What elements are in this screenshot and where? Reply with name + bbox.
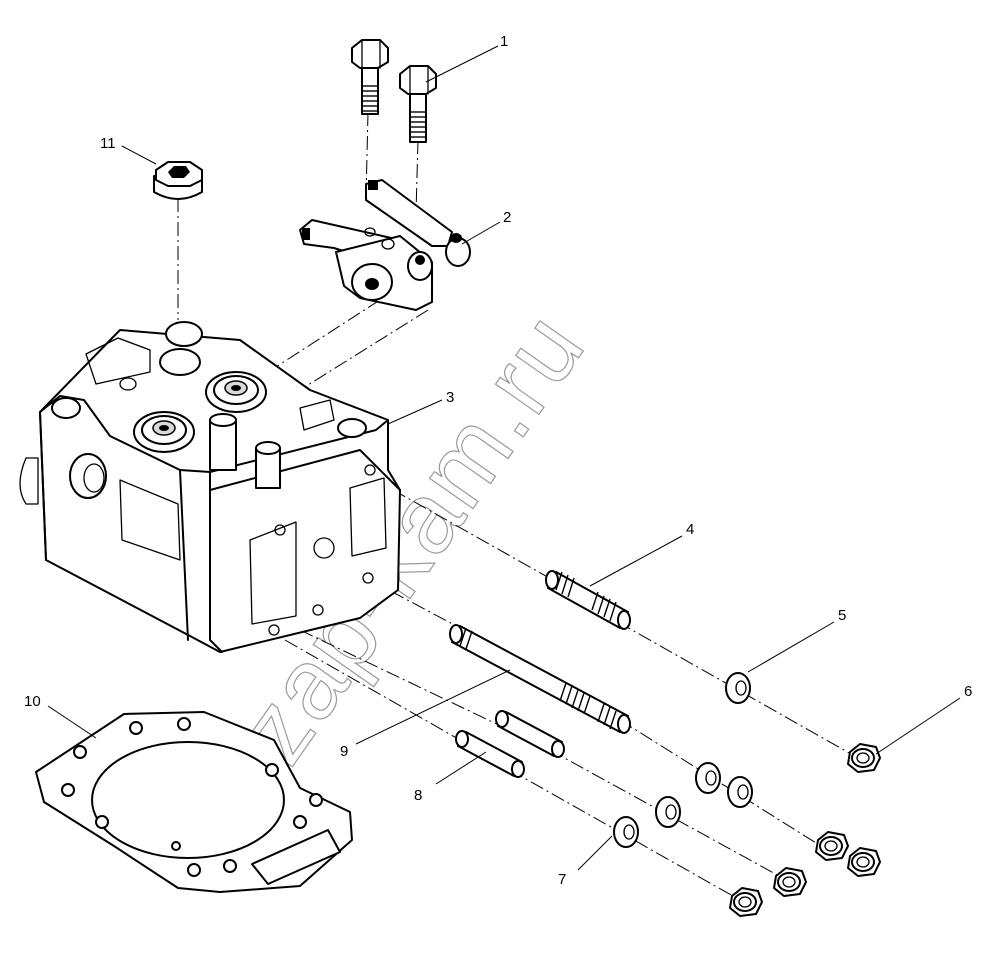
leader-lines	[47, 45, 961, 871]
washer-icon	[725, 672, 751, 704]
gasket-icon	[35, 711, 353, 893]
callout-1: 1	[500, 33, 508, 50]
callout-10: 10	[24, 693, 41, 710]
callout-9: 9	[340, 743, 348, 760]
callout-4: 4	[686, 521, 694, 538]
cylinder-head-icon	[19, 321, 401, 653]
washer-icon	[613, 816, 639, 848]
nut-icon	[729, 887, 763, 917]
nut-icon	[773, 867, 807, 897]
nut-icon	[847, 847, 881, 877]
callout-labels: 1 2 3 4 5 6 7 8 9 10 11	[24, 33, 972, 888]
bolt-icon	[399, 65, 437, 143]
callout-11: 11	[100, 135, 116, 152]
nut-icon	[847, 743, 881, 773]
bolt-icon	[351, 39, 389, 115]
washer-icon	[655, 796, 681, 828]
stud-icon	[495, 710, 565, 758]
washer-icon	[727, 776, 753, 808]
callout-8: 8	[414, 787, 422, 804]
callout-5: 5	[838, 607, 846, 624]
plug-icon	[153, 161, 203, 200]
stud-icon	[545, 570, 631, 630]
nut-icon	[815, 831, 849, 861]
callout-2: 2	[503, 209, 511, 226]
rocker-arm-icon	[299, 179, 471, 311]
long-stud-icon	[449, 624, 631, 734]
stud-icon	[455, 730, 525, 778]
callout-3: 3	[446, 389, 454, 406]
washer-icon	[695, 762, 721, 794]
callout-7: 7	[558, 871, 566, 888]
callout-6: 6	[964, 683, 972, 700]
